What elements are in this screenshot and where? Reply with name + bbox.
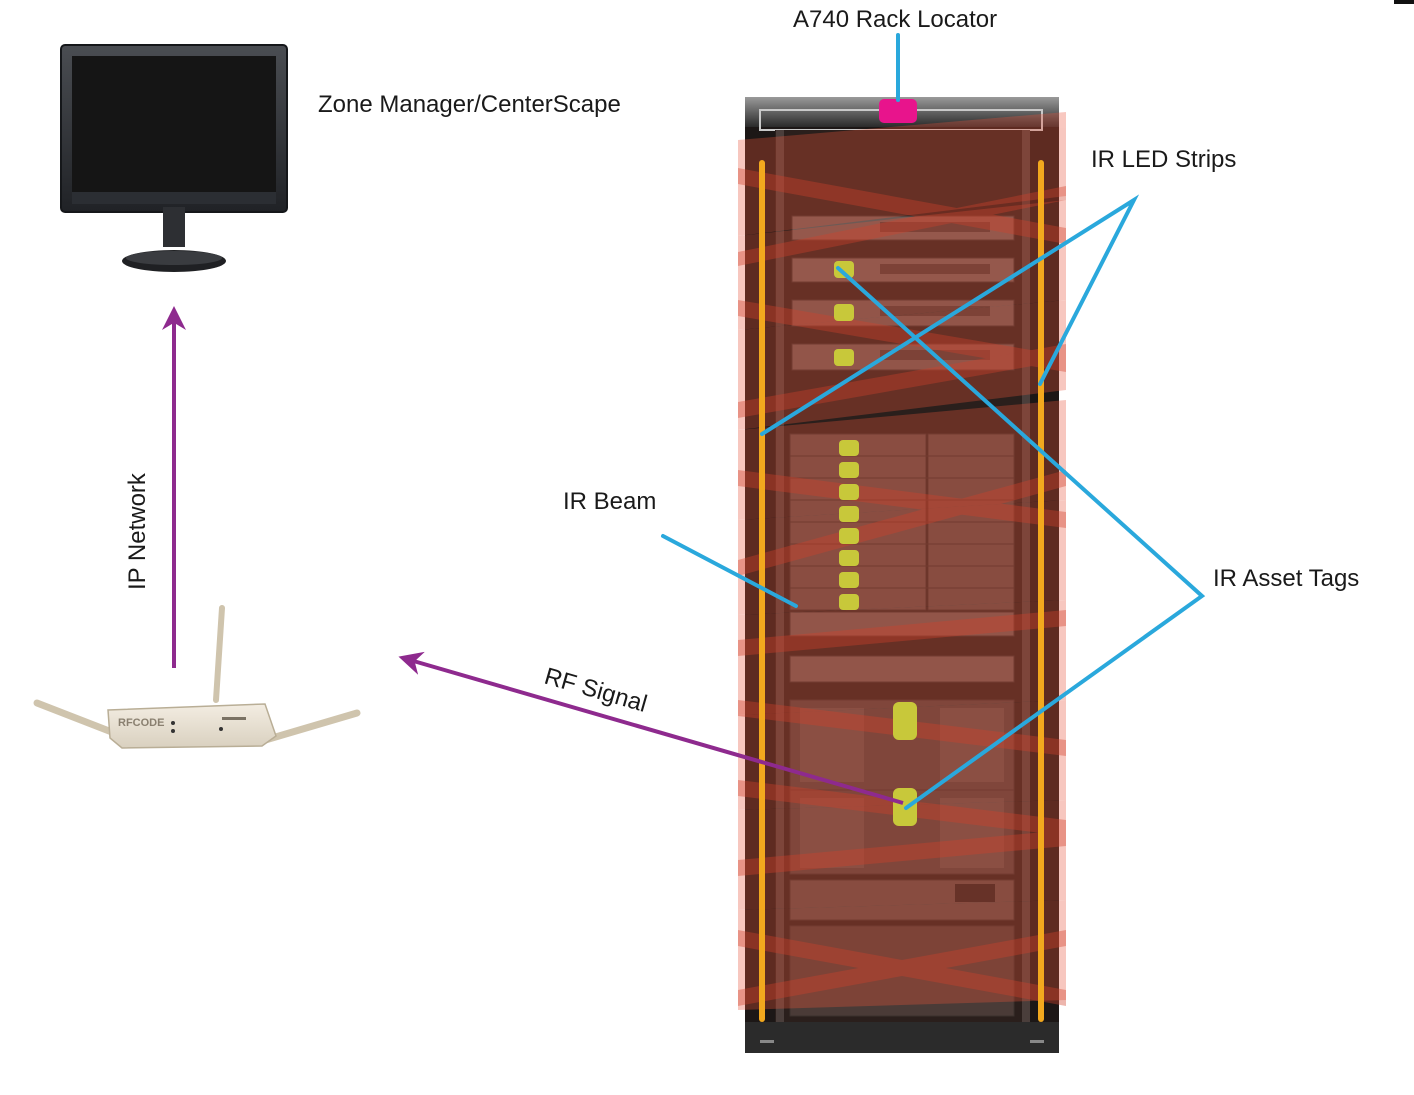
label-ir-asset-tags: IR Asset Tags [1213,565,1359,592]
label-zone-manager: Zone Manager/CenterScape [318,91,621,118]
rf-signal-arrow [398,651,904,805]
label-rack-locator: A740 Rack Locator [793,6,997,33]
reader-brand: RFCODE [118,717,164,729]
rack-unit-group-top [791,215,1015,371]
callout-ir-beam [661,534,798,608]
callout-ir-led-strips [760,194,1140,436]
rack-locator-device [879,99,917,123]
ir-led-strip-right [1038,160,1044,1022]
label-ir-beam: IR Beam [563,488,656,515]
rfid-reader-icon: RFCODE [33,605,361,749]
label-ip-network: IP Network [124,472,151,590]
corner-mark [1394,0,1414,4]
server-rack-icon [738,97,1066,1053]
monitor-icon [60,44,288,272]
ir-led-strip-left [759,160,765,1022]
ir-asset-tags [834,261,917,826]
callout-ir-asset-tags [836,266,1206,810]
label-rf-signal: RF Signal [541,663,650,718]
callout-lines [661,33,1206,810]
label-ir-led-strips: IR LED Strips [1091,146,1236,173]
ir-beam-crossbeams [738,168,1066,1006]
